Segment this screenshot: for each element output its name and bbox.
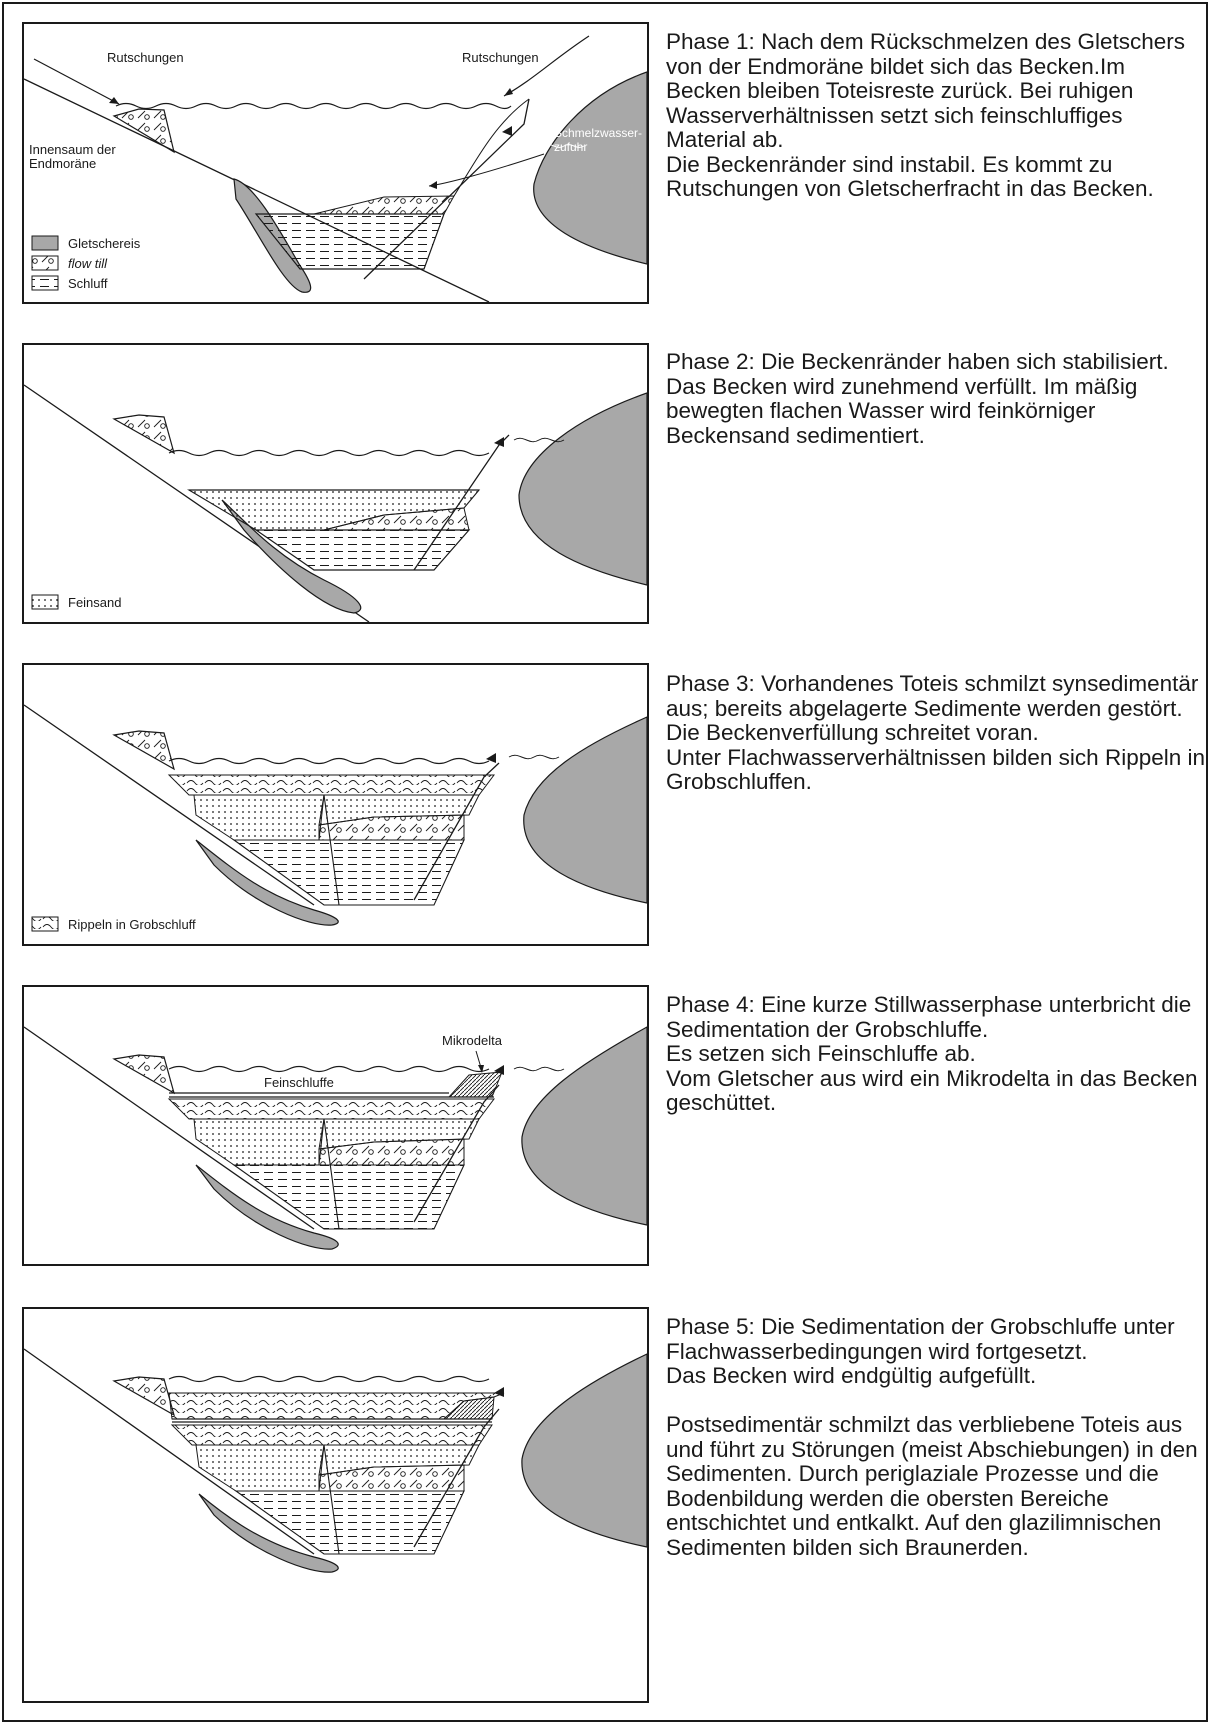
dead-ice (195, 1164, 339, 1250)
label-feinschluffe: Feinschluffe (264, 1075, 334, 1090)
legend-swatch-flow-till (31, 255, 59, 271)
legend-label-feinsand: Feinsand (68, 595, 121, 610)
legend-label-flow-till: flow till (68, 256, 108, 271)
glacier-ice (518, 392, 647, 586)
label-mikrodelta: Mikrodelta (442, 1033, 503, 1048)
glacier-ice (533, 71, 647, 265)
legend-label-gletschereis: Gletschereis (68, 236, 141, 251)
phase-5-diagram (22, 1307, 649, 1703)
legend-swatch-rippeln (31, 916, 59, 932)
phase-1-diagram: Rutschungen Rutschungen Innensaum der En… (22, 22, 649, 304)
label-innensaum-2: Endmoräne (29, 156, 96, 171)
label-schmelzwasser-2: zufuhr (554, 140, 587, 154)
legend-swatch-feinsand (31, 594, 59, 610)
dead-ice (198, 1493, 339, 1573)
phase-4-diagram: Mikrodelta Feinschluffe (22, 985, 649, 1266)
dead-ice (221, 499, 362, 614)
phase-3-text: Phase 3: Vorhandenes Toteis schmilzt syn… (666, 671, 1206, 794)
label-schmelzwasser-1: Schmelzwasser- (554, 126, 642, 140)
legend-swatch-gletschereis (31, 235, 59, 251)
phase-5-text: Phase 5: Die Sedimentation der Grobschlu… (666, 1314, 1198, 1560)
phase-2-text: Phase 2: Die Beckenränder haben sich sta… (666, 349, 1169, 448)
dead-ice (233, 178, 312, 293)
dead-ice (195, 839, 339, 926)
legend-swatch-schluff (31, 275, 59, 291)
phase-1-text: Phase 1: Nach dem Rückschmelzen des Glet… (666, 29, 1185, 201)
glacier-ice (523, 716, 647, 904)
label-rutschungen-right: Rutschungen (462, 50, 539, 65)
phase-3-diagram: Rippeln in Grobschluff (22, 663, 649, 946)
legend-label-rippeln: Rippeln in Grobschluff (68, 917, 196, 932)
phase-4-text: Phase 4: Eine kurze Stillwasserphase unt… (666, 992, 1198, 1115)
glacier-ice (521, 1026, 647, 1226)
legend-label-schluff: Schluff (68, 276, 108, 291)
glacier-ice (521, 1353, 647, 1548)
label-innensaum-1: Innensaum der (29, 142, 116, 157)
phase-2-diagram: Feinsand (22, 343, 649, 624)
label-rutschungen-left: Rutschungen (107, 50, 184, 65)
